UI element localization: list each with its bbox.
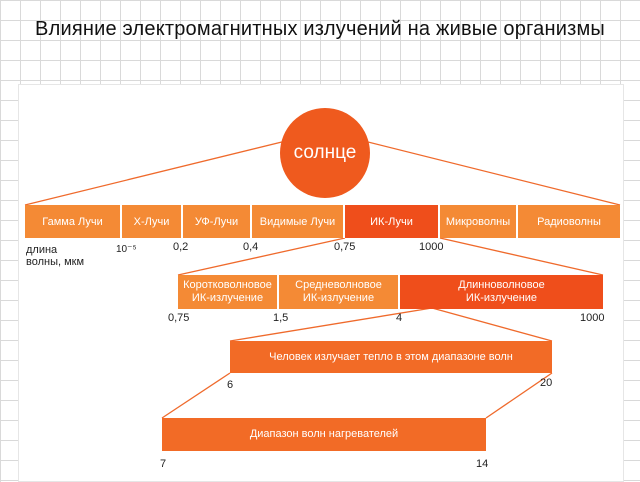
band-visible: Видимые Лучи <box>252 205 345 238</box>
band-gamma: Гамма Лучи <box>25 205 122 238</box>
heater-range-box: Диапазон волн нагревателей <box>162 418 486 451</box>
ir-medium-line2: ИК-излучение <box>302 292 375 304</box>
ir-short-line2: ИК-излучение <box>191 292 264 304</box>
band-uv: УФ-Лучи <box>183 205 252 238</box>
sun-circle: солнце <box>280 108 370 198</box>
human-heat-box: Человек излучает тепло в этом диапазоне … <box>230 341 552 373</box>
ir-tick: 1,5 <box>273 312 289 324</box>
ir-short-line1: Коротковолновое <box>183 279 272 291</box>
spectrum-tick: 10⁻⁵ <box>116 244 137 255</box>
ir-tick: 0,75 <box>168 312 190 324</box>
band-x-rays: Х-Лучи <box>122 205 183 238</box>
spectrum-tick: 0,2 <box>173 241 189 253</box>
heater-tick: 7 <box>160 458 167 470</box>
slide-title: Влияние электромагнитных излучений на жи… <box>35 18 605 40</box>
spectrum-tick: 1000 <box>419 241 444 253</box>
wavelength-label-line1: длина <box>26 244 58 256</box>
band-infrared: ИК-Лучи <box>345 205 440 238</box>
heater-tick: 14 <box>476 458 489 470</box>
human-tick: 20 <box>540 377 553 389</box>
wavelength-label-line2: волны, мкм <box>26 256 85 268</box>
ir-long-line2: ИК-излучение <box>465 292 538 304</box>
human-tick: 6 <box>227 379 234 391</box>
ir-tick: 1000 <box>580 312 605 324</box>
band-microwave: Микроволны <box>440 205 518 238</box>
band-radio: Радиоволны <box>518 205 620 238</box>
wavelength-axis-label: длина волны, мкм <box>26 244 84 268</box>
spectrum-tick: 0,4 <box>243 241 259 253</box>
ir-tick: 4 <box>396 312 403 324</box>
ir-medium-line1: Средневолновое <box>295 279 382 291</box>
spectrum-tick: 0,75 <box>334 241 356 253</box>
ir-long-line1: Длинноволновое <box>458 279 545 291</box>
